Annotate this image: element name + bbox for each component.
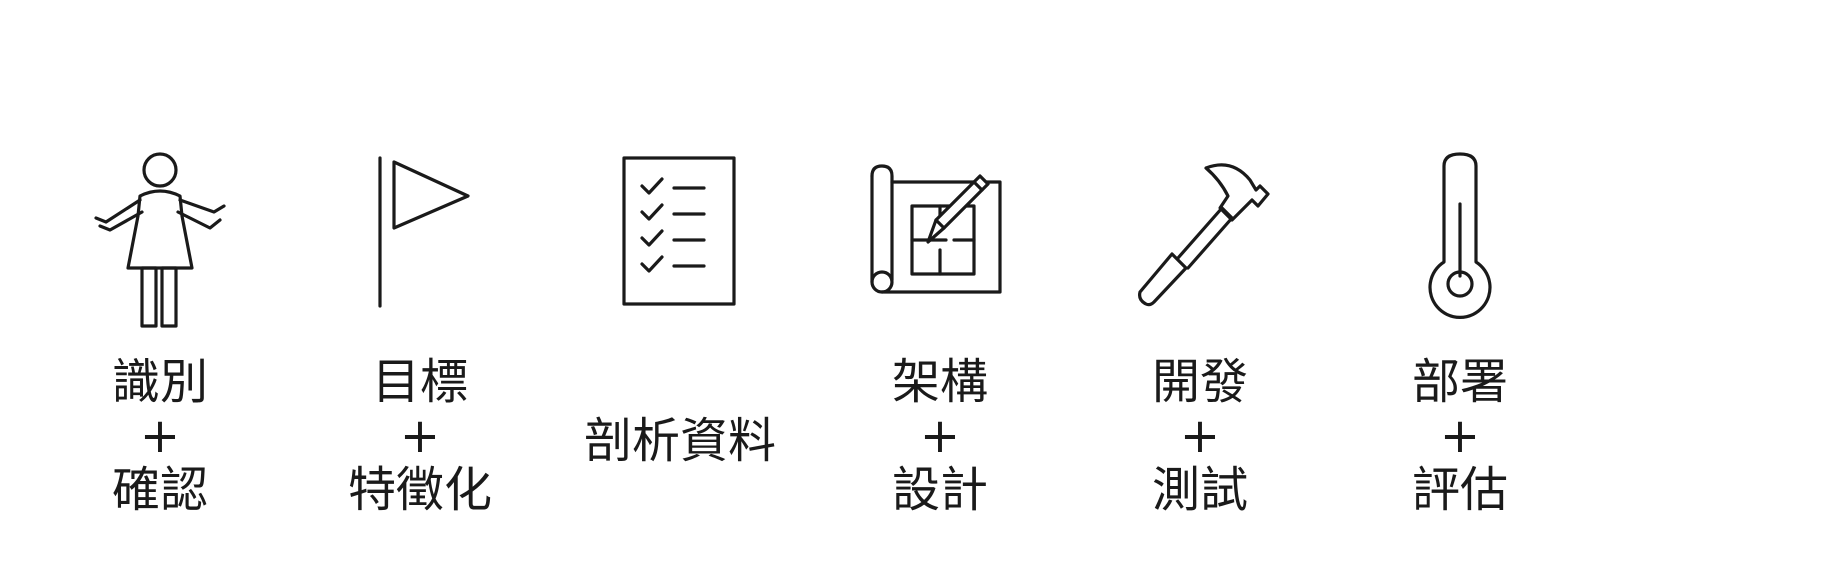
step-develop: 開發 + 測試 [1070, 0, 1330, 576]
thermometer-icon [1370, 150, 1550, 330]
step-label: 剖析資料 [583, 413, 776, 469]
step-profile-data: 剖析資料 [550, 0, 810, 576]
step-label: 開發 + 測試 [1151, 354, 1248, 518]
step-label: 識別 + 確認 [111, 354, 208, 518]
step-label: 架構 + 設計 [891, 354, 988, 518]
blueprint-pencil-icon [850, 150, 1030, 330]
step-label: 目標 + 特徵化 [347, 354, 492, 518]
step-label: 部署 + 評估 [1411, 354, 1508, 518]
checklist-icon [590, 150, 770, 330]
hammer-icon [1110, 150, 1290, 330]
step-identify: 識別 + 確認 [30, 0, 290, 576]
step-architecture: 架構 + 設計 [810, 0, 1070, 576]
step-goals: 目標 + 特徵化 [290, 0, 550, 576]
flag-icon [330, 150, 510, 330]
step-deploy: 部署 + 評估 [1330, 0, 1590, 576]
person-shrug-icon [70, 150, 250, 330]
